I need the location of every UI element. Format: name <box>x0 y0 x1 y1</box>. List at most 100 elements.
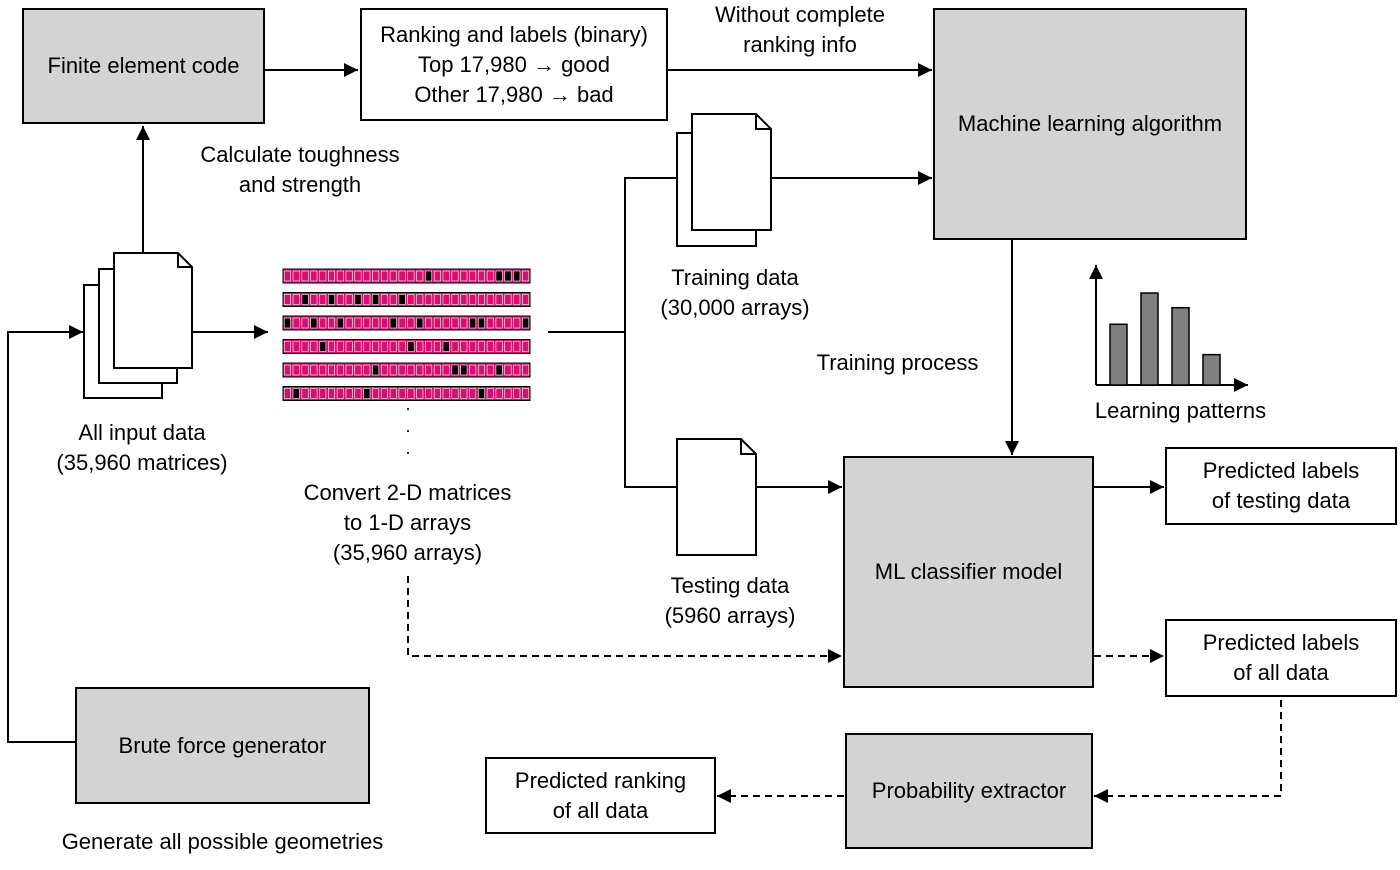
array-cell-material <box>336 317 344 329</box>
array-cell-void <box>451 388 459 399</box>
array-cell-void <box>389 270 397 282</box>
array-cell-material <box>372 294 380 305</box>
array-cell-void <box>469 270 477 282</box>
array-cell-material <box>389 317 397 329</box>
learning-pattern-bar <box>1140 292 1159 386</box>
without-ranking-info-line1: Without complete <box>715 2 885 27</box>
calculate-toughness-label: Calculate toughness and strength <box>160 140 440 200</box>
array-cell-void <box>310 388 318 399</box>
array-cell-void <box>495 341 503 352</box>
array-cell-void <box>363 294 371 305</box>
array-cell-void <box>380 317 388 329</box>
array-cell-material <box>477 388 485 399</box>
array-cell-void <box>416 341 424 352</box>
array-cell-void <box>407 317 415 329</box>
training-data-line1: Training data <box>671 265 799 290</box>
array-cell-void <box>336 341 344 352</box>
array-cell-void <box>380 388 388 399</box>
convert-matrices-label: Convert 2-D matrices to 1-D arrays (35,9… <box>265 478 550 568</box>
array-cell-void <box>522 294 530 305</box>
array-cell-material <box>513 270 521 282</box>
array-cell-void <box>442 317 450 329</box>
predicted-ranking-box: Predicted ranking of all data <box>485 757 716 834</box>
predicted-labels-testing-line2: of testing data <box>1211 488 1351 513</box>
array-cell-void <box>354 341 362 352</box>
array-cell-void <box>398 388 406 399</box>
array-cell-void <box>292 294 300 305</box>
array-cell-material <box>477 317 485 329</box>
array-strip <box>282 315 531 331</box>
array-cell-void <box>407 270 415 282</box>
array-cell-void <box>433 270 441 282</box>
array-cell-material <box>372 364 380 376</box>
array-cell-void <box>345 317 353 329</box>
array-cell-material <box>301 294 309 305</box>
array-cell-void <box>301 388 309 399</box>
array-cell-void <box>460 341 468 352</box>
array-cell-void <box>372 270 380 282</box>
array-strip <box>282 386 531 401</box>
array-cell-void <box>522 388 530 399</box>
learning-pattern-bar <box>1171 306 1190 386</box>
testing-data-label: Testing data (5960 arrays) <box>620 571 840 631</box>
array-cell-void <box>363 364 371 376</box>
all-input-data-line2: (35,960 matrices) <box>56 450 228 475</box>
array-cell-void <box>416 388 424 399</box>
learning-patterns-line: Learning patterns <box>1094 398 1267 423</box>
arrow-generator-to-input <box>7 325 83 743</box>
array-cell-void <box>283 364 291 376</box>
array-cell-void <box>345 294 353 305</box>
array-cell-void <box>442 294 450 305</box>
array-cell-void <box>433 341 441 352</box>
array-cell-material <box>451 364 459 376</box>
finite-element-code-label: Finite element code <box>47 53 240 78</box>
array-cell-void <box>504 294 512 305</box>
array-cell-void <box>407 364 415 376</box>
array-cell-void <box>310 270 318 282</box>
learning-patterns-chart <box>1089 265 1248 392</box>
calculate-toughness-line1: Calculate toughness <box>200 142 400 167</box>
array-cell-void <box>460 388 468 399</box>
array-cell-void <box>292 270 300 282</box>
all-input-data-line1: All input data <box>78 420 206 445</box>
training-data-line2: (30,000 arrays) <box>660 295 810 320</box>
array-cell-void <box>380 364 388 376</box>
array-cell-void <box>522 341 530 352</box>
array-cell-void <box>425 388 433 399</box>
array-cell-void <box>416 294 424 305</box>
convert-matrices-line2: to 1-D arrays <box>343 510 472 535</box>
array-cell-void <box>513 294 521 305</box>
convert-matrices-line3: (35,960 arrays) <box>332 540 483 565</box>
array-cell-void <box>504 364 512 376</box>
predicted-ranking-line1: Predicted ranking <box>514 767 687 793</box>
array-cell-void <box>442 270 450 282</box>
array-cell-material <box>328 294 336 305</box>
array-cell-material <box>469 317 477 329</box>
testing-data-line2: (5960 arrays) <box>664 603 796 628</box>
predicted-labels-all-line2: of all data <box>1233 660 1329 685</box>
predicted-ranking-line2: of all data <box>552 797 649 823</box>
array-cell-void <box>354 317 362 329</box>
array-cell-void <box>336 388 344 399</box>
array-cell-void <box>425 317 433 329</box>
predicted-labels-testing-line1: Predicted labels <box>1202 458 1360 483</box>
array-cell-material <box>460 364 468 376</box>
array-cell-material <box>425 270 433 282</box>
training-data-label: Training data (30,000 arrays) <box>625 263 845 323</box>
array-cell-void <box>425 364 433 376</box>
all-input-data-label: All input data (35,960 matrices) <box>22 418 262 478</box>
array-cell-void <box>336 364 344 376</box>
generate-geometries-label: Generate all possible geometries <box>20 827 425 857</box>
array-cell-void <box>495 294 503 305</box>
finite-element-code-box: Finite element code <box>22 8 265 124</box>
array-cell-void <box>354 388 362 399</box>
array-cell-void <box>319 388 327 399</box>
array-cell-material <box>495 364 503 376</box>
training-data-document-stack-icon <box>676 113 772 247</box>
predicted-labels-all-line1: Predicted labels <box>1202 630 1360 655</box>
array-cell-void <box>477 270 485 282</box>
array-strip <box>282 339 531 354</box>
array-strip <box>282 292 531 307</box>
array-cell-void <box>328 341 336 352</box>
testing-data-line1: Testing data <box>670 573 790 598</box>
